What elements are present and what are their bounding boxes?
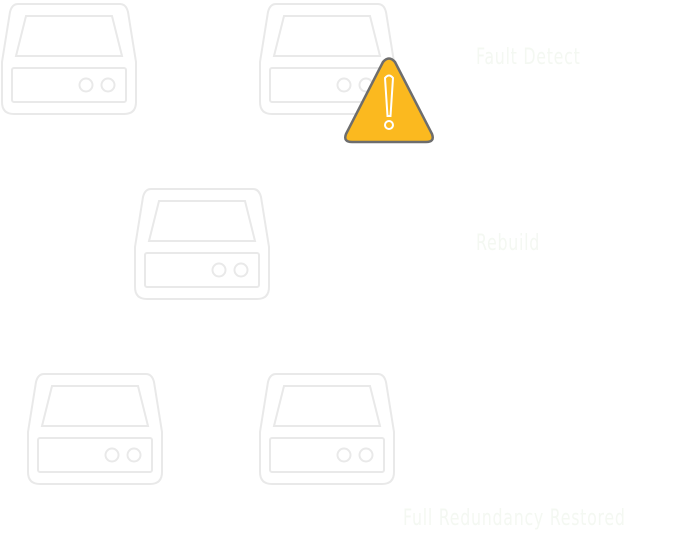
hard-drive-icon-middle	[133, 185, 273, 303]
hard-drive-icon-bottom-left	[26, 370, 166, 488]
fault-detect-label: Fault Detect	[476, 45, 581, 70]
hard-drive-icon-bottom-right	[258, 370, 398, 488]
full-redundancy-restored-label: Full Redundancy Restored	[403, 506, 626, 531]
rebuild-label: Rebuild	[476, 231, 541, 256]
hard-drive-icon-top-left	[0, 0, 140, 118]
warning-triangle-icon	[343, 56, 435, 144]
